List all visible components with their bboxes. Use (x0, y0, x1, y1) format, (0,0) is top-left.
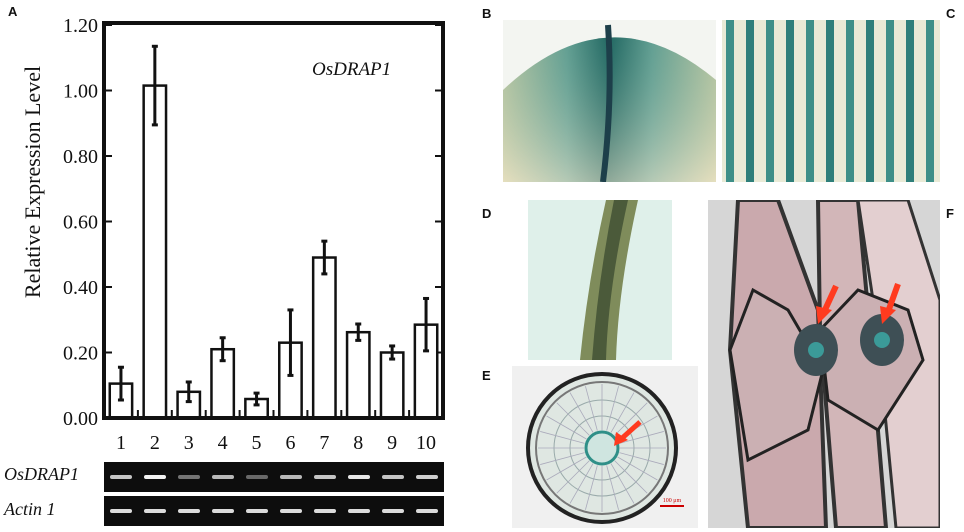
y-tick-label: 1.00 (63, 81, 98, 103)
panel-label-f: F (946, 206, 954, 221)
micrograph-d-root (528, 200, 672, 360)
x-tick-label: 9 (387, 432, 397, 454)
gel-band (212, 475, 234, 479)
x-tick-label: 5 (252, 432, 262, 454)
bar (142, 84, 168, 420)
y-tick-label: 0.20 (63, 343, 98, 365)
scale-bar-label: 100 μm (663, 498, 682, 504)
panel-label-b: B (482, 6, 492, 21)
arrow-f-left (821, 284, 839, 314)
panel-label-d: D (482, 206, 492, 221)
x-tick-label: 6 (285, 432, 295, 454)
gel-band (382, 509, 404, 513)
micrograph-e-root-cross-section: 100 μm (512, 366, 698, 528)
gel-band (348, 509, 370, 513)
y-axis-label: Relative Expression Level (20, 66, 45, 298)
gel-band (110, 509, 132, 513)
gel-band (178, 509, 200, 513)
x-tick-label: 4 (218, 432, 228, 454)
x-tick-label: 10 (416, 432, 436, 454)
gel-label-osdrap1: OsDRAP1 (4, 464, 79, 484)
gel-band (212, 509, 234, 513)
bar-chart: Relative Expression Level OsDRAP1 0.00 0.… (20, 15, 445, 454)
x-tick-label: 2 (150, 432, 160, 454)
gel-band (246, 509, 268, 513)
gel-band (382, 475, 404, 479)
plot-frame (102, 21, 445, 420)
gel-band (110, 475, 132, 479)
micrograph-f-longitudinal-section (708, 200, 940, 528)
bar (379, 351, 405, 420)
y-tick-label: 0.00 (63, 408, 98, 430)
y-tick-label: 0.40 (63, 277, 98, 299)
y-tick-label: 0.80 (63, 146, 98, 168)
gel-band (416, 509, 438, 513)
y-tick-label: 0.60 (63, 212, 98, 234)
x-tick-label: 7 (319, 432, 329, 454)
gel-band (144, 475, 166, 479)
micrograph-b-leaf-tip (503, 20, 716, 182)
bar (311, 256, 337, 420)
x-tick-label: 8 (353, 432, 363, 454)
panel-label-c: C (946, 6, 956, 21)
x-tick-label: 1 (116, 432, 126, 454)
panel-label-a: A (8, 4, 18, 19)
gel-band (178, 475, 200, 479)
micrograph-c-leaf-veins (722, 20, 940, 182)
gel-band (416, 475, 438, 479)
chart-title: OsDRAP1 (312, 59, 391, 80)
gel-band (280, 509, 302, 513)
y-tick-label: 1.20 (63, 15, 98, 37)
gel-label-actin1: Actin 1 (4, 499, 56, 519)
gel-band (246, 475, 268, 479)
gel-band (280, 475, 302, 479)
panel-label-e: E (482, 368, 491, 383)
x-tick-label: 3 (184, 432, 194, 454)
gel-image (104, 462, 444, 526)
gel-band (348, 475, 370, 479)
arrow-f-right (885, 282, 901, 314)
bar (345, 330, 371, 420)
gel-band (144, 509, 166, 513)
gel-band (314, 475, 336, 479)
gel-band (314, 509, 336, 513)
